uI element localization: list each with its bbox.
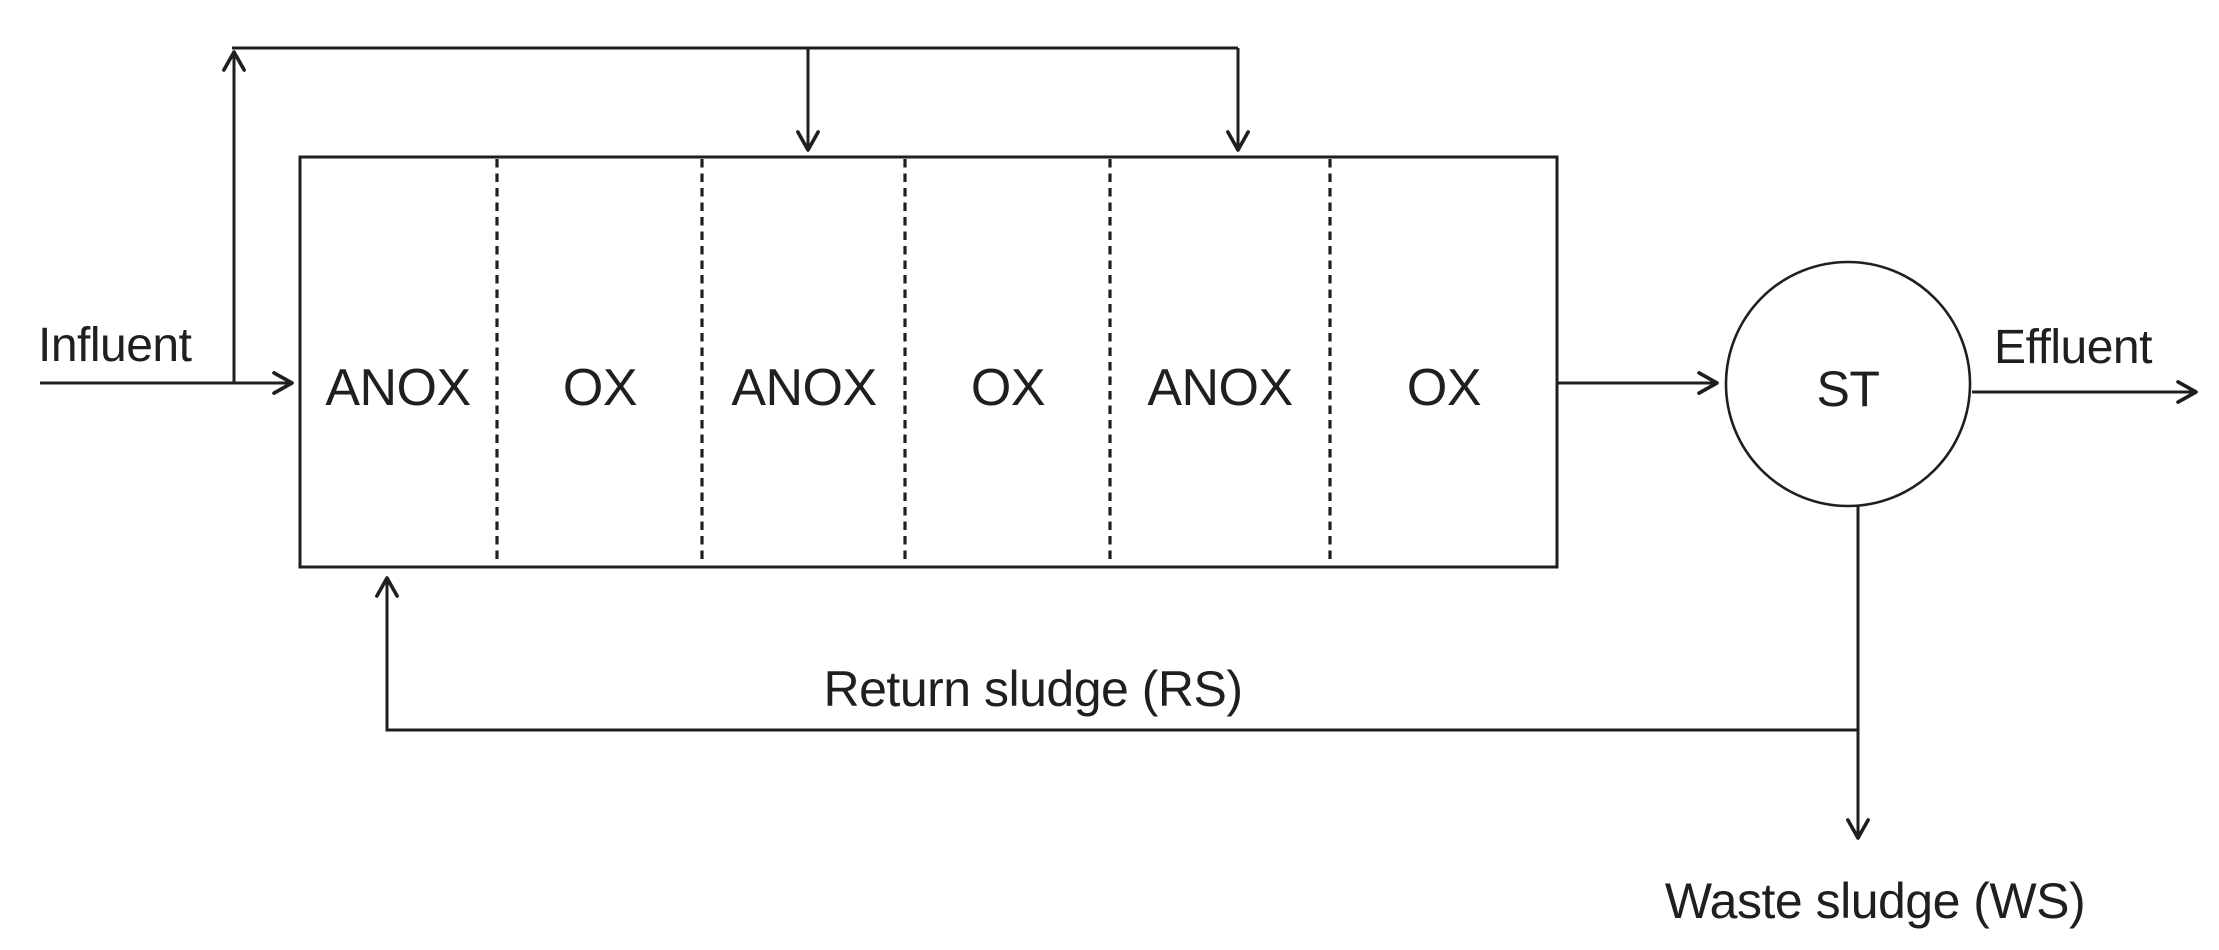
return-sludge-label: Return sludge (RS) bbox=[823, 661, 1243, 717]
influent-label: Influent bbox=[38, 319, 192, 372]
return-sludge-arrow bbox=[375, 576, 1858, 732]
compartment-label-ox-1: OX bbox=[562, 359, 638, 417]
waste-sludge-label: Waste sludge (WS) bbox=[1664, 873, 2086, 929]
compartment-label-anox-1: ANOX bbox=[325, 359, 471, 417]
reactor-tank-outline bbox=[298, 155, 1559, 569]
compartment-label-ox-2: OX bbox=[970, 359, 1046, 417]
compartment-label-ox-3: OX bbox=[1406, 359, 1482, 417]
settler-circle bbox=[1724, 260, 1972, 508]
effluent-label: Effluent bbox=[1994, 321, 2152, 374]
compartment-label-anox-3: ANOX bbox=[1147, 359, 1293, 417]
compartment-label-anox-2: ANOX bbox=[731, 359, 877, 417]
settler-label: ST bbox=[1816, 361, 1880, 417]
